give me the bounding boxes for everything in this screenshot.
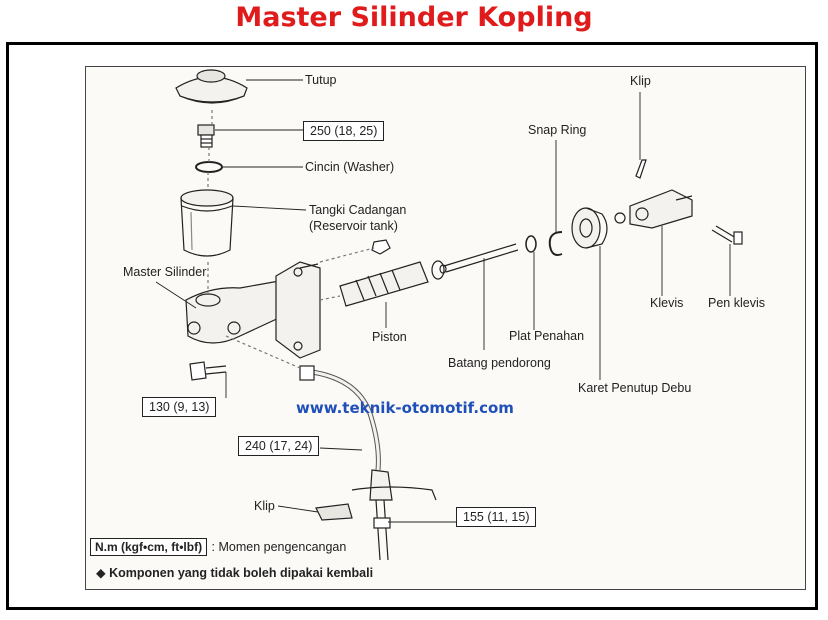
clip-top-part: [635, 159, 647, 179]
legend: N.m (kgf•cm, ft•lbf) : Momen pengencanga…: [90, 538, 346, 556]
label-batang-pendorong: Batang pendorong: [448, 356, 551, 370]
assembly-dashed-lines: [207, 110, 375, 369]
leader-lines: [155, 79, 731, 523]
label-piston: Piston: [372, 330, 407, 344]
snap-ring-part: [548, 231, 563, 256]
torque-spec-top: 250 (18, 25): [303, 121, 385, 141]
label-klip-bottom: Klip: [254, 499, 275, 513]
dust-boot-part: [571, 207, 608, 249]
page-title: Master Silinder Kopling: [235, 2, 593, 33]
label-tutup: Tutup: [305, 73, 337, 87]
label-snap-ring: Snap Ring: [528, 123, 587, 137]
clevis-pin-part: [711, 225, 743, 245]
torque-spec-hose: 155 (11, 15): [456, 507, 537, 527]
washer-part: [195, 161, 223, 173]
label-cincin: Cincin (Washer): [305, 160, 395, 174]
legend-note: ◆ Komponen yang tidak boleh dipakai kemb…: [96, 565, 373, 580]
nut-part: [371, 239, 391, 255]
bolt-part: [197, 124, 215, 148]
label-tangki-1: Tangki Cadangan: [309, 203, 407, 217]
diagram-frame: [6, 42, 818, 610]
legend-unit-box: N.m (kgf•cm, ft•lbf): [90, 538, 208, 556]
label-master-silinder: Master Silinder: [123, 265, 207, 279]
label-klevis: Klevis: [650, 296, 684, 310]
label-klip-top: Klip: [630, 74, 651, 88]
torque-spec-pipe: 240 (17, 24): [238, 436, 320, 456]
reservoir-tank-part: [180, 189, 234, 257]
legend-unit-text: : Momen pengencangan: [211, 540, 347, 554]
clevis-part: [614, 189, 693, 229]
master-cylinder-part: [185, 261, 321, 359]
clip-bottom-part: [315, 503, 353, 521]
piston-part: [339, 260, 445, 307]
label-plat-penahan: Plat Penahan: [509, 329, 585, 343]
website-watermark: www.teknik-otomotif.com: [296, 399, 514, 417]
push-rod-part: [439, 243, 519, 274]
cap-part: [175, 69, 248, 104]
legend-note-text: Komponen yang tidak boleh dipakai kembal…: [109, 566, 374, 580]
torque-spec-left: 130 (9, 13): [142, 397, 217, 417]
retainer-plate-part: [525, 235, 537, 253]
diamond-icon: ◆: [96, 566, 106, 580]
label-karet-penutup-debu: Karet Penutup Debu: [578, 381, 692, 395]
label-tangki-2: (Reservoir tank): [309, 219, 398, 233]
mount-bolt-part: [189, 361, 227, 381]
hydraulic-line-part: [299, 365, 437, 561]
label-pen-klevis: Pen klevis: [708, 296, 765, 310]
